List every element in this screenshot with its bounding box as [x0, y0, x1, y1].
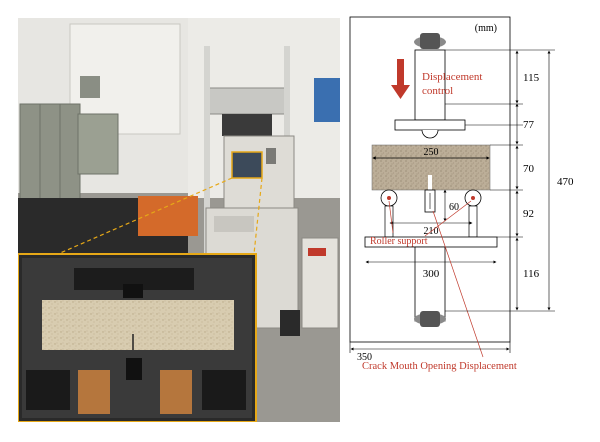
cmod-label: Crack Mouth Opening Displacement: [362, 361, 517, 372]
displacement-arrow: [391, 59, 410, 99]
dim-top-rod: 115: [523, 72, 540, 84]
top-loading-plate: [394, 119, 466, 131]
dim-base-width: 300: [423, 268, 440, 280]
top-loading-rod: [414, 49, 446, 121]
bottom-rod: [414, 246, 446, 322]
notch: [428, 175, 432, 190]
displacement-control-label-2: control: [422, 85, 453, 97]
schematic-diagram: (mm) Displacement control 250 60 210 300: [349, 16, 574, 372]
dim-notch-depth: 60: [449, 202, 459, 213]
roller-support-label: Roller support: [370, 236, 428, 247]
dim-top-plate: 77: [523, 119, 535, 131]
electrical-cabinet: [19, 103, 81, 215]
unit-label: (mm): [475, 23, 497, 34]
specimen-closeup-inset: [18, 253, 257, 422]
dim-specimen-height: 70: [523, 163, 535, 175]
dim-total-height: 470: [557, 176, 574, 188]
dim-specimen-length: 250: [424, 147, 439, 158]
dim-bottom-rod: 116: [523, 268, 540, 280]
test-machine-photo: [18, 18, 340, 422]
specimen-beam: [42, 300, 234, 350]
displacement-control-label: Displacement: [422, 71, 482, 83]
dim-loading-span: 92: [523, 208, 534, 220]
dim-frame-width: 350: [357, 352, 372, 363]
load-frame: [207, 87, 289, 115]
